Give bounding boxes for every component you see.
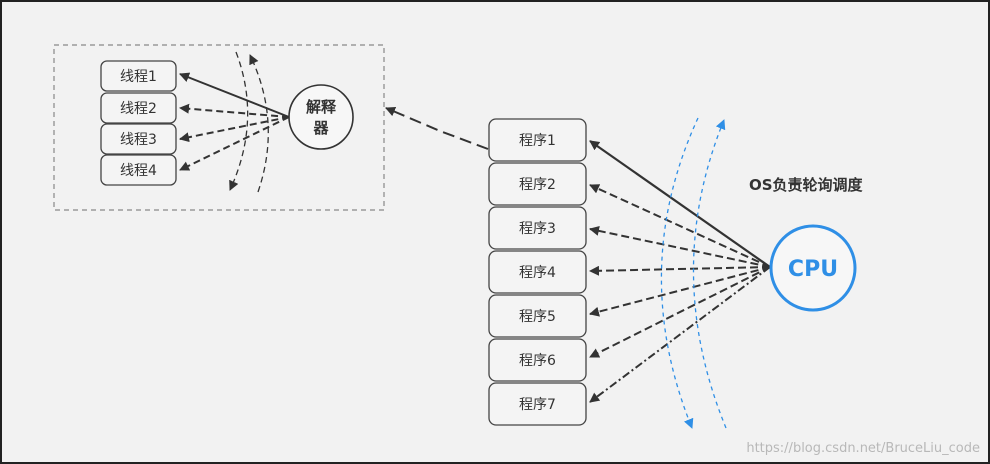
blue-arc-down bbox=[660, 117, 699, 429]
program-box-6: 程序6 bbox=[488, 338, 587, 382]
cpu-scheduling-arcs bbox=[660, 117, 727, 429]
program-label-7: 程序7 bbox=[519, 397, 556, 413]
thread-box-1: 线程1 bbox=[100, 60, 177, 92]
blue-arc-up bbox=[692, 119, 727, 429]
interpreter-node: 解释 器 bbox=[288, 84, 354, 150]
arrow-to-program-5 bbox=[589, 266, 771, 317]
program-label-5: 程序5 bbox=[519, 309, 556, 325]
cpu-program-arrows bbox=[589, 140, 771, 403]
interpreter-thread-arrows bbox=[179, 72, 290, 171]
program-box-4: 程序4 bbox=[488, 250, 587, 294]
thread-box-2: 线程2 bbox=[100, 92, 177, 124]
cpu-node: CPU bbox=[769, 224, 857, 312]
arc-down bbox=[229, 51, 249, 191]
thread-box-3: 线程3 bbox=[100, 123, 177, 155]
arrow-to-thread-1 bbox=[179, 72, 290, 118]
thread-scheduling-arcs bbox=[229, 51, 269, 193]
thread-stack: 线程1 线程2 线程3 线程4 bbox=[100, 60, 177, 186]
arrow-to-thread-2 bbox=[179, 103, 290, 118]
thread-label-3: 线程3 bbox=[120, 132, 157, 148]
program-label-2: 程序2 bbox=[519, 177, 556, 193]
arrow-to-thread-4 bbox=[179, 116, 290, 171]
program-label-4: 程序4 bbox=[519, 265, 556, 281]
arc-up bbox=[249, 54, 269, 193]
program-label-6: 程序6 bbox=[519, 353, 556, 369]
thread-label-4: 线程4 bbox=[120, 163, 157, 179]
cpu-label: CPU bbox=[788, 257, 838, 282]
arrow-to-program-3 bbox=[589, 225, 771, 268]
thread-label-2: 线程2 bbox=[120, 101, 157, 117]
scheduler-label: OS负责轮询调度 bbox=[749, 176, 864, 194]
arrow-to-program-7 bbox=[589, 266, 771, 403]
interpreter-group bbox=[53, 44, 385, 211]
program-box-2: 程序2 bbox=[488, 162, 587, 206]
program-box-3: 程序3 bbox=[488, 206, 587, 250]
arrow-to-program-2 bbox=[589, 184, 771, 268]
program-label-1: 程序1 bbox=[519, 133, 556, 149]
program-box-1: 程序1 bbox=[488, 118, 587, 162]
arrow-to-program-6 bbox=[589, 266, 771, 358]
thread-box-4: 线程4 bbox=[100, 154, 177, 186]
interpreter-label-line2: 器 bbox=[312, 119, 329, 137]
program-to-interpreter-arrow bbox=[385, 106, 489, 150]
program-box-5: 程序5 bbox=[488, 294, 587, 338]
program-label-3: 程序3 bbox=[519, 221, 556, 237]
thread-label-1: 线程1 bbox=[120, 69, 157, 85]
arrow-to-program-1 bbox=[589, 140, 771, 268]
arrow-to-program-4 bbox=[589, 265, 771, 276]
program-stack: 程序1 程序2 程序3 程序4 程序5 程序6 程序7 bbox=[488, 118, 587, 426]
interpreter-label-line1: 解释 bbox=[306, 98, 337, 116]
arrow-to-thread-3 bbox=[179, 116, 290, 143]
program-box-7: 程序7 bbox=[488, 382, 587, 426]
watermark: https://blog.csdn.net/BruceLiu_code bbox=[746, 441, 980, 456]
